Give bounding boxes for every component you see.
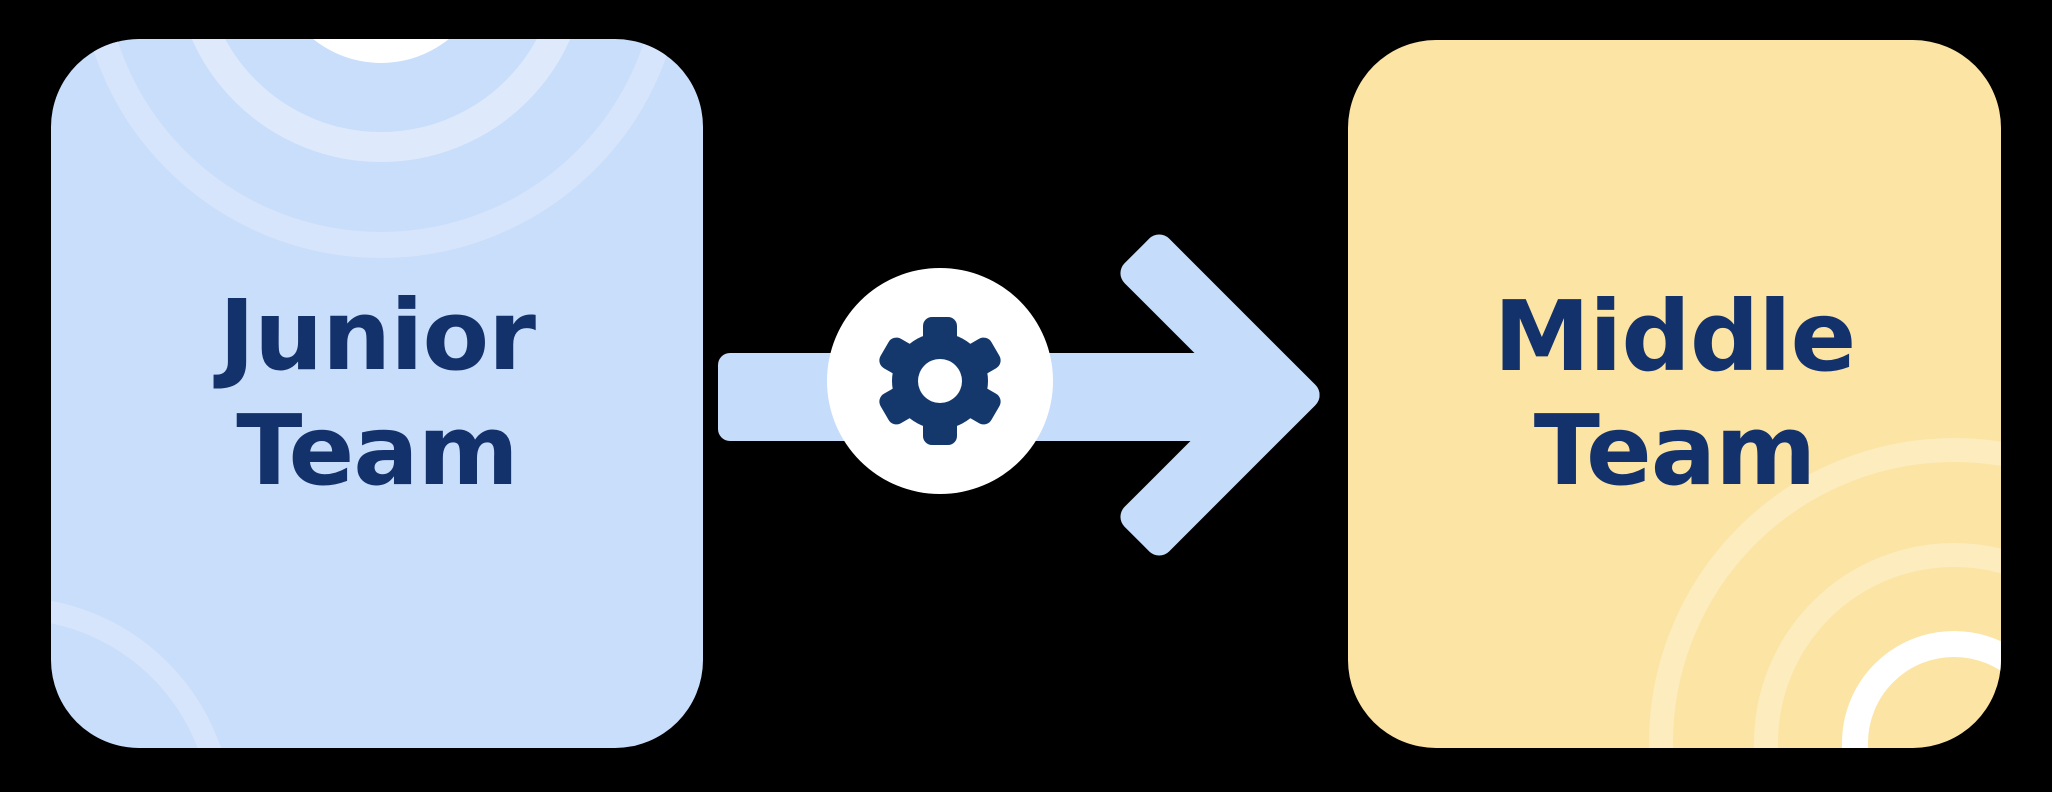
gear-hole bbox=[918, 359, 962, 403]
node-middle-team-label-line1: Middle bbox=[1493, 279, 1857, 393]
node-junior-team-label-line2: Team bbox=[236, 393, 519, 507]
node-junior-team-label-line1: Junior bbox=[219, 279, 536, 393]
gear-icon bbox=[879, 317, 1001, 445]
node-junior-team-label: Junior Team bbox=[219, 279, 536, 508]
arrow-head-lower bbox=[1120, 356, 1320, 556]
